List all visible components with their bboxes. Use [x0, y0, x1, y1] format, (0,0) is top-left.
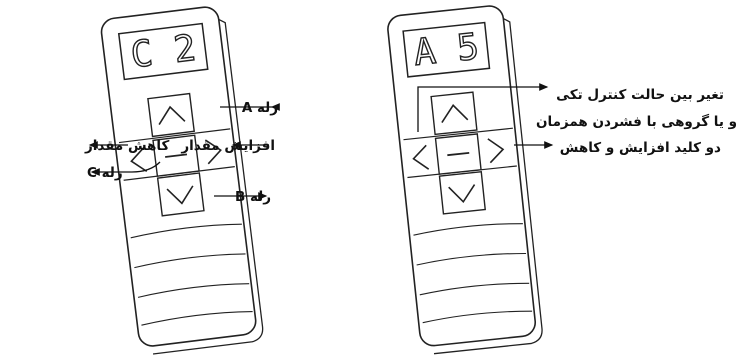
left-stop-button[interactable]: [152, 134, 200, 177]
decrease-label: کاهش مقدار: [84, 138, 169, 154]
increase-label: افزایش مقدار: [180, 138, 275, 154]
mode-note-line-3: دو کلید افزایش و کاهش: [560, 140, 721, 156]
left-down-button[interactable]: [156, 172, 205, 217]
right-display: A 5: [402, 21, 491, 78]
mode-note-line-2: و یا گروهی با فشردن همزمان: [536, 113, 737, 130]
relay-a-label: رله A: [242, 100, 278, 116]
relay-b-label: رله B: [235, 189, 271, 205]
right-remote: A 5: [387, 5, 543, 355]
left-display: C 2: [117, 22, 209, 81]
left-lower-panel: [130, 223, 253, 326]
left-display-text: C 2: [129, 28, 199, 77]
left-right-button[interactable]: [204, 138, 222, 165]
right-right-button[interactable]: [487, 137, 505, 164]
right-annotations: تغیر بین حالت کنترل تکی و یا گروهی با فش…: [417, 83, 737, 156]
relay-c-label: رله C: [87, 165, 123, 181]
left-remote: C 2: [100, 6, 264, 355]
right-lower-panel: [413, 223, 533, 324]
left-up-button[interactable]: [147, 92, 195, 138]
mode-note-line-1: تغیر بین حالت کنترل تکی: [556, 87, 724, 103]
right-left-button[interactable]: [412, 144, 430, 170]
right-up-button[interactable]: [430, 91, 478, 136]
right-stop-button[interactable]: [434, 133, 482, 175]
right-down-button[interactable]: [438, 170, 486, 215]
left-annotations: رله A افزایش مقدار کاهش مقدار رله C رله …: [84, 100, 280, 205]
left-left-button[interactable]: [130, 147, 148, 174]
right-display-text: A 5: [412, 26, 481, 74]
